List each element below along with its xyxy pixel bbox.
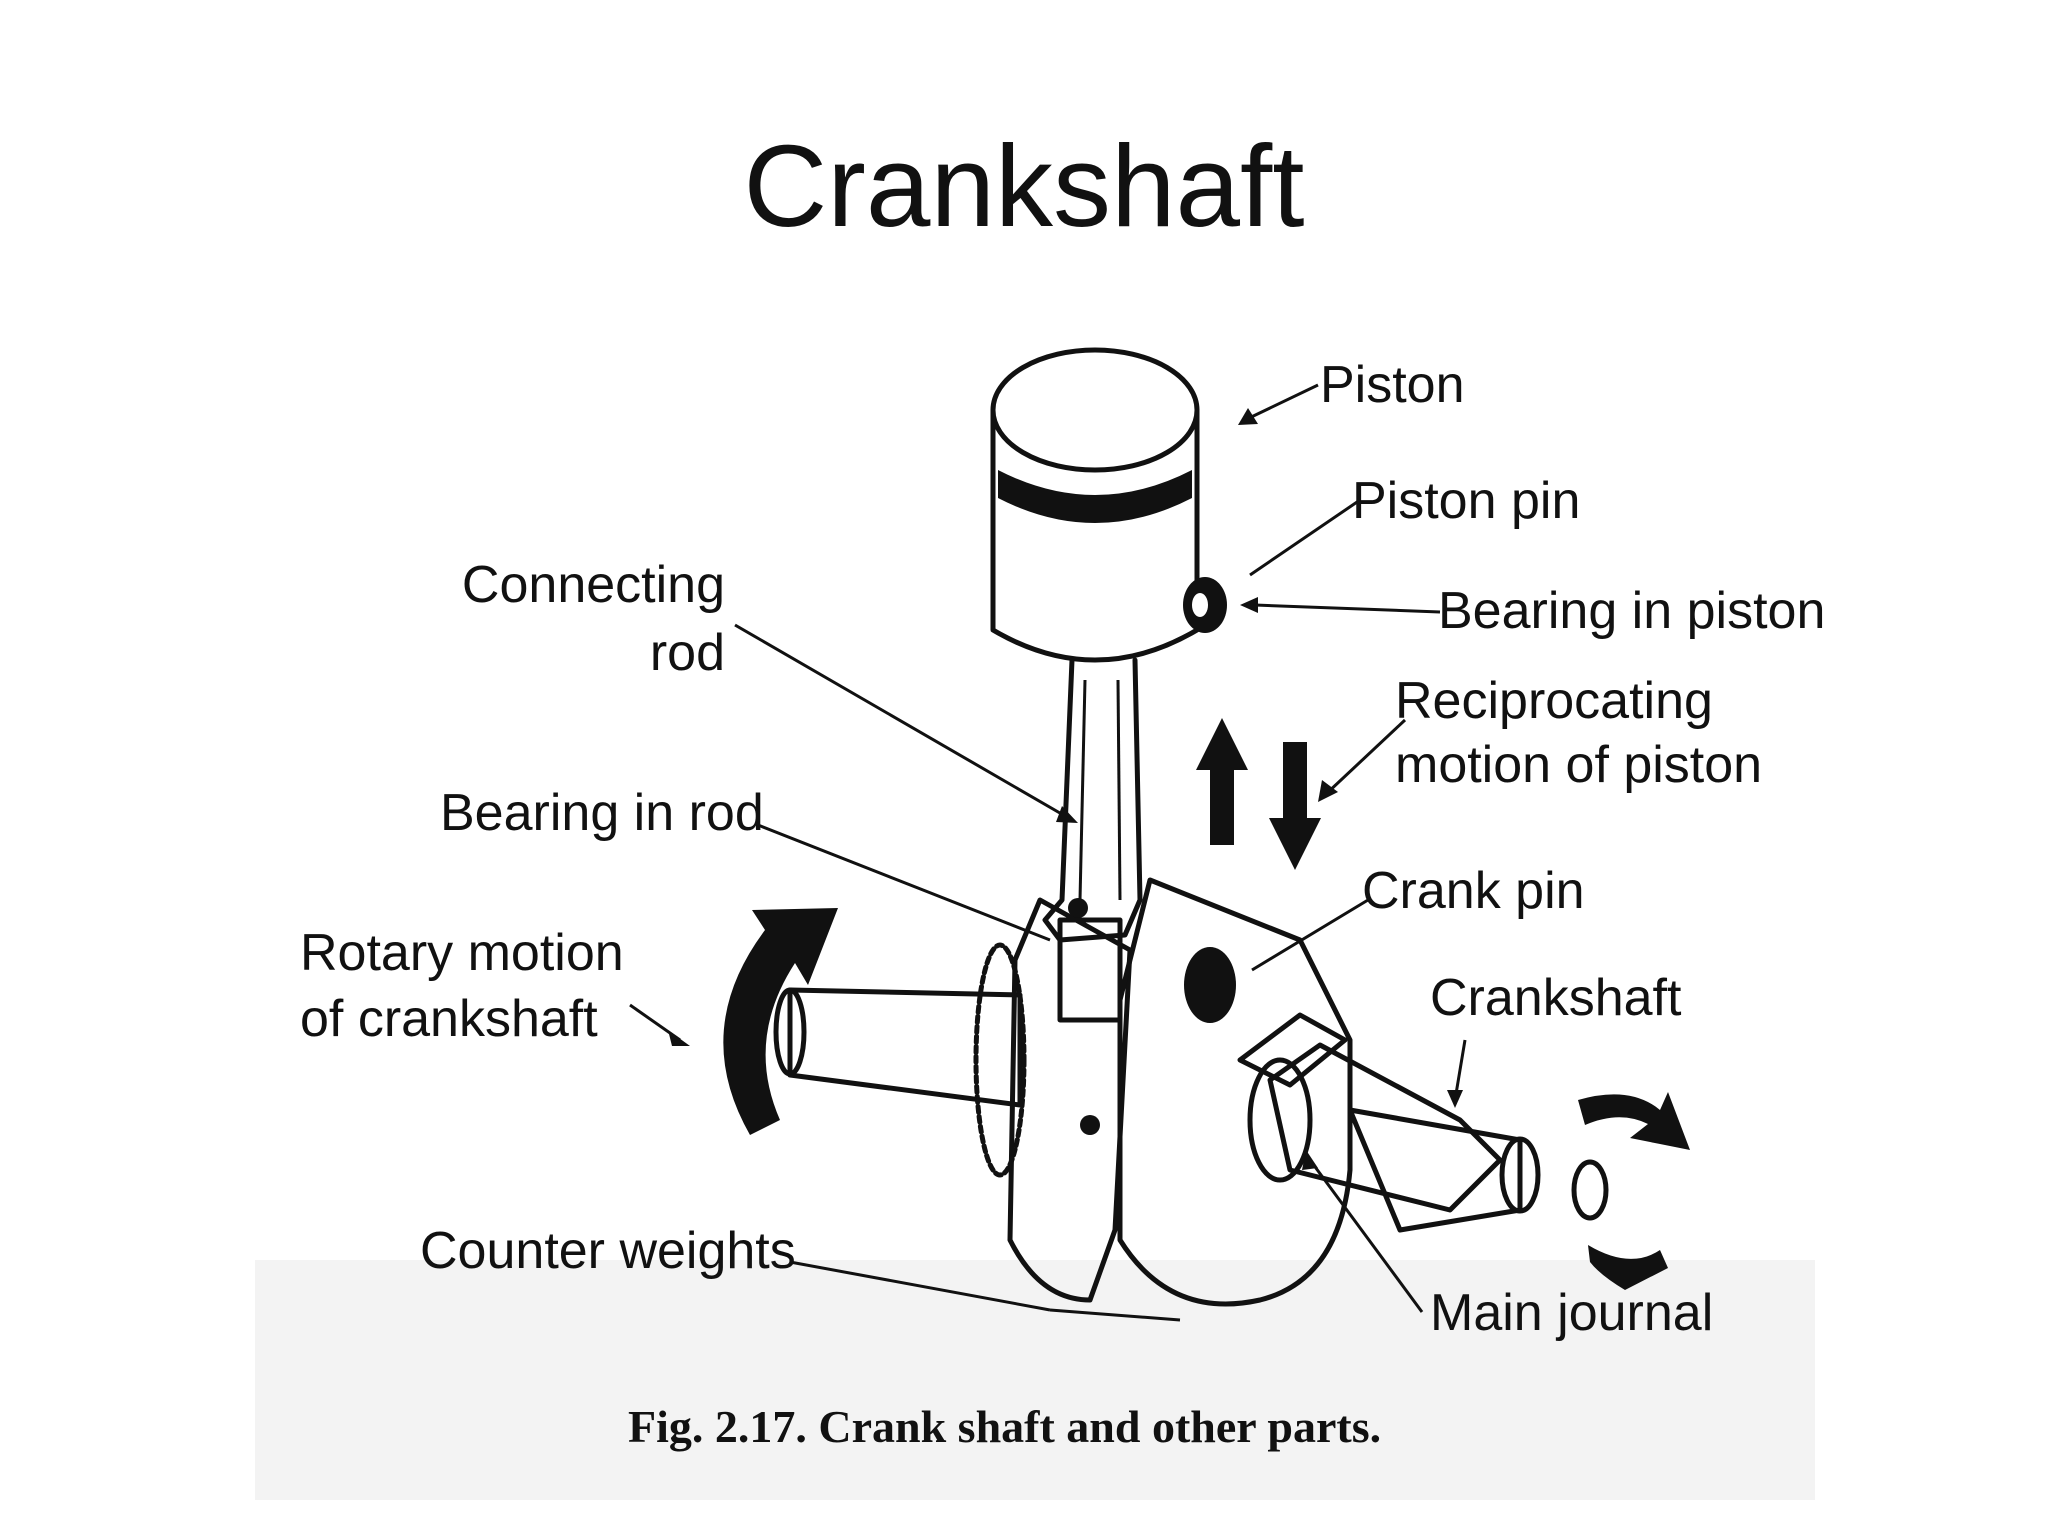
label-counter-weights: Counter weights (420, 1222, 796, 1280)
label-rotary-motion-2: of crankshaft (300, 990, 598, 1048)
figure-caption: Fig. 2.17. Crank shaft and other parts. (628, 1401, 1381, 1452)
connecting-rod-drawing (1042, 657, 1143, 943)
rotary-arrow-right (1578, 1092, 1690, 1290)
label-crankshaft: Crankshaft (1430, 969, 1682, 1027)
rotary-arrow-left (723, 908, 838, 1135)
label-crank-pin: Crank pin (1362, 862, 1585, 920)
label-bearing-in-piston: Bearing in piston (1438, 582, 1825, 640)
label-main-journal: Main journal (1430, 1284, 1713, 1342)
label-piston-pin: Piston pin (1352, 472, 1580, 530)
label-reciprocating-1: Reciprocating (1395, 672, 1713, 730)
piston-drawing (990, 347, 1227, 663)
background-panel (255, 1260, 1815, 1500)
label-connecting-rod-1: Connecting (462, 556, 725, 614)
label-reciprocating-2: motion of piston (1395, 736, 1762, 794)
crankshaft-drawing (773, 877, 1609, 1307)
slide-title: Crankshaft (743, 121, 1305, 251)
label-piston: Piston (1320, 356, 1465, 414)
label-rotary-motion-1: Rotary motion (300, 924, 624, 982)
label-connecting-rod-2: rod (650, 624, 725, 682)
reciprocating-arrows (1196, 718, 1321, 870)
leader-lines (629, 383, 1467, 1322)
label-bearing-in-rod: Bearing in rod (440, 784, 764, 842)
